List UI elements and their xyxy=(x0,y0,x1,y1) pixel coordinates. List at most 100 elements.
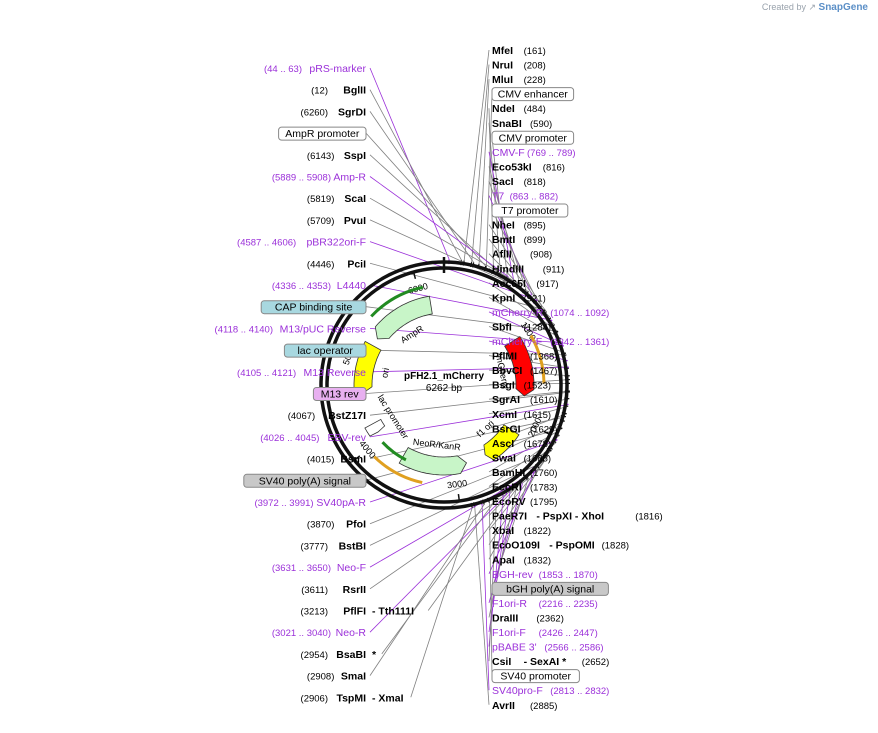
site-xcmi[interactable]: XcmI(1615) xyxy=(492,409,551,421)
site-cap-binding-site[interactable]: CAP binding site xyxy=(260,300,367,315)
site-xbai[interactable]: XbaI(1822) xyxy=(492,525,551,537)
site-scai[interactable]: ScaI(5819) xyxy=(307,193,366,205)
site-position: (1523) xyxy=(524,381,551,392)
site-pvui[interactable]: PvuI(5709) xyxy=(307,215,366,227)
site-neo-r[interactable]: Neo-R(3021 .. 3040) xyxy=(272,627,367,639)
site-position: (4118 .. 4140) xyxy=(215,324,273,335)
site-l4440[interactable]: L4440(4336 .. 4353) xyxy=(272,280,366,292)
site-position: (911) xyxy=(543,264,564,275)
feature-mcherry[interactable] xyxy=(504,336,535,397)
site-extra: - Tth111I xyxy=(372,606,414,618)
site-ecorv[interactable]: EcoRV(1795) xyxy=(492,496,557,508)
site-pbr322ori-f[interactable]: pBR322ori-F(4587 .. 4606) xyxy=(237,237,366,249)
site-sspi[interactable]: SspI(6143) xyxy=(307,150,366,162)
site-acc65i[interactable]: Acc65I(917) xyxy=(492,278,559,290)
site-cmv-enhancer[interactable]: CMV enhancer xyxy=(491,87,575,102)
leader-line xyxy=(369,241,538,301)
site-sbfi[interactable]: SbfI(1284) xyxy=(492,321,551,333)
site-aflii[interactable]: AflII(908) xyxy=(492,249,552,261)
site-sgrai[interactable]: SgrAI(1610) xyxy=(492,394,557,406)
site-kpni[interactable]: KpnI(921) xyxy=(492,292,546,304)
site-mcherry-r[interactable]: mCherry-R(1074 .. 1092) xyxy=(492,307,609,319)
site-f1ori-f[interactable]: F1ori-F(2426 .. 2447) xyxy=(492,627,598,639)
site-mfei[interactable]: MfeI(161) xyxy=(492,45,546,57)
site-draiii[interactable]: DraIII(2362) xyxy=(492,612,564,624)
site-sv40-poly-a-signal[interactable]: SV40 poly(A) signal xyxy=(243,473,367,488)
feature-neor-kanr[interactable] xyxy=(398,446,468,476)
site-cmv-f[interactable]: CMV-F(769 .. 789) xyxy=(492,147,576,159)
site-position: (5889 .. 5908) xyxy=(272,173,331,184)
feature-lac-promoter[interactable] xyxy=(364,418,386,437)
site-bsrgi[interactable]: BsrGI(1629) xyxy=(492,423,557,435)
site-m13-rev[interactable]: M13 rev xyxy=(312,387,367,401)
site-neo-f[interactable]: Neo-F(3631 .. 3650) xyxy=(272,562,366,574)
label-leader-lines xyxy=(365,49,570,705)
site-sv40pro-f[interactable]: SV40pro-F(2813 .. 2832) xyxy=(492,685,609,697)
site-bstz17i[interactable]: BstZ17I(4067) xyxy=(288,410,366,422)
feature-ampr[interactable] xyxy=(374,295,433,340)
site-nrui[interactable]: NruI(208) xyxy=(492,60,546,72)
site-nhei[interactable]: NheI(895) xyxy=(492,220,546,232)
site-pflfi[interactable]: PflFI(3213)- Tth111I xyxy=(301,606,415,618)
feature-name: T7 promoter xyxy=(501,205,559,217)
site-position: (1816) xyxy=(635,512,662,523)
site-ecori[interactable]: EcoRI(1783) xyxy=(492,482,557,494)
site-smai[interactable]: SmaI(2908) xyxy=(307,671,366,683)
feature-name: SV40 promoter xyxy=(500,671,571,683)
site-prs-marker[interactable]: pRS-marker(44 .. 63) xyxy=(264,63,367,75)
site-saci[interactable]: SacI(818) xyxy=(492,176,546,188)
site-lac-operator[interactable]: lac operator xyxy=(283,343,367,358)
site-sv40pa-r[interactable]: SV40pA-R(3972 .. 3991) xyxy=(254,497,366,509)
site-bsmi[interactable]: BsmI(4015) xyxy=(307,454,366,466)
site-pfoi[interactable]: PfoI(3870) xyxy=(307,519,366,531)
site-position: (208) xyxy=(524,61,546,72)
site-bgh-rev[interactable]: BGH-rev(1853 .. 1870) xyxy=(492,569,598,581)
site-amp-r[interactable]: Amp-R(5889 .. 5908) xyxy=(272,172,367,184)
site-swai[interactable]: SwaI(1688) xyxy=(492,452,551,464)
site-ecoo109i[interactable]: EcoO109I- PspOMI(1828) xyxy=(492,540,629,552)
site-ampr-promoter[interactable]: AmpR promoter xyxy=(278,126,367,141)
site-hindiii[interactable]: HindIII(911) xyxy=(492,263,564,275)
site-bglii[interactable]: BglII(12) xyxy=(311,85,366,97)
site-mcherry-f[interactable]: mCherry-F(1342 .. 1361) xyxy=(492,336,609,348)
site-csii[interactable]: CsiI- SexAI *(2652) xyxy=(492,656,609,668)
site-pcii[interactable]: PciI(4446) xyxy=(307,258,366,270)
site-position: (3611) xyxy=(301,585,328,596)
site-bsabi[interactable]: BsaBI(2954)* xyxy=(301,649,377,661)
site-pflmi[interactable]: PflMI(1368) xyxy=(492,351,557,363)
site-tspmi[interactable]: TspMI(2906)- XmaI xyxy=(301,692,404,704)
site-bbvci[interactable]: BbvCI(1467) xyxy=(492,365,557,377)
site-cmv-promoter[interactable]: CMV promoter xyxy=(491,130,575,145)
site-name: PflFI xyxy=(343,606,366,618)
site-t7[interactable]: T7(863 .. 882) xyxy=(492,191,558,203)
site-paer7i[interactable]: PaeR7I- PspXI - XhoI(1816) xyxy=(492,511,663,523)
leader-line xyxy=(488,282,559,332)
site-bmti[interactable]: BmtI(899) xyxy=(492,234,546,246)
site-bsgi[interactable]: BsgI(1523) xyxy=(492,380,551,392)
site-avrii[interactable]: AvrII(2885) xyxy=(492,700,557,712)
site-name: Neo-R xyxy=(336,627,367,639)
site-eco53ki[interactable]: Eco53kI(816) xyxy=(492,161,565,173)
feature-f1-ori[interactable] xyxy=(483,424,520,461)
site-bstbi[interactable]: BstBI(3777) xyxy=(301,540,367,552)
site-apai[interactable]: ApaI(1832) xyxy=(492,554,551,566)
site-rsrii[interactable]: RsrII(3611) xyxy=(301,584,366,596)
leader-line xyxy=(369,284,553,321)
site-ebv-rev[interactable]: EBV-rev(4026 .. 4045) xyxy=(260,432,367,444)
site-mlui[interactable]: MluI(228) xyxy=(492,74,546,86)
site-m13-puc-reverse[interactable]: M13/pUC Reverse(4118 .. 4140) xyxy=(215,323,367,335)
site-bamhi[interactable]: BamHI(1760) xyxy=(492,467,557,479)
site-m13-reverse[interactable]: M13 Reverse(4105 .. 4121) xyxy=(237,367,366,379)
site-sv40-promoter[interactable]: SV40 promoter xyxy=(491,669,580,684)
site-bgh-poly-a-signal[interactable]: bGH poly(A) signal xyxy=(491,581,609,596)
leader-line xyxy=(369,404,569,438)
site-pbabe-3[interactable]: pBABE 3'(2566 .. 2586) xyxy=(492,642,604,654)
site-asci[interactable]: AscI(1678) xyxy=(492,438,551,450)
leader-line xyxy=(365,428,563,481)
site-t7-promoter[interactable]: T7 promoter xyxy=(491,203,569,218)
site-f1ori-r[interactable]: F1ori-R(2216 .. 2235) xyxy=(492,598,598,610)
site-sgrdi[interactable]: SgrDI(6260) xyxy=(301,106,367,118)
site-snabi[interactable]: SnaBI(590) xyxy=(492,118,552,130)
site-ndei[interactable]: NdeI(484) xyxy=(492,103,546,115)
